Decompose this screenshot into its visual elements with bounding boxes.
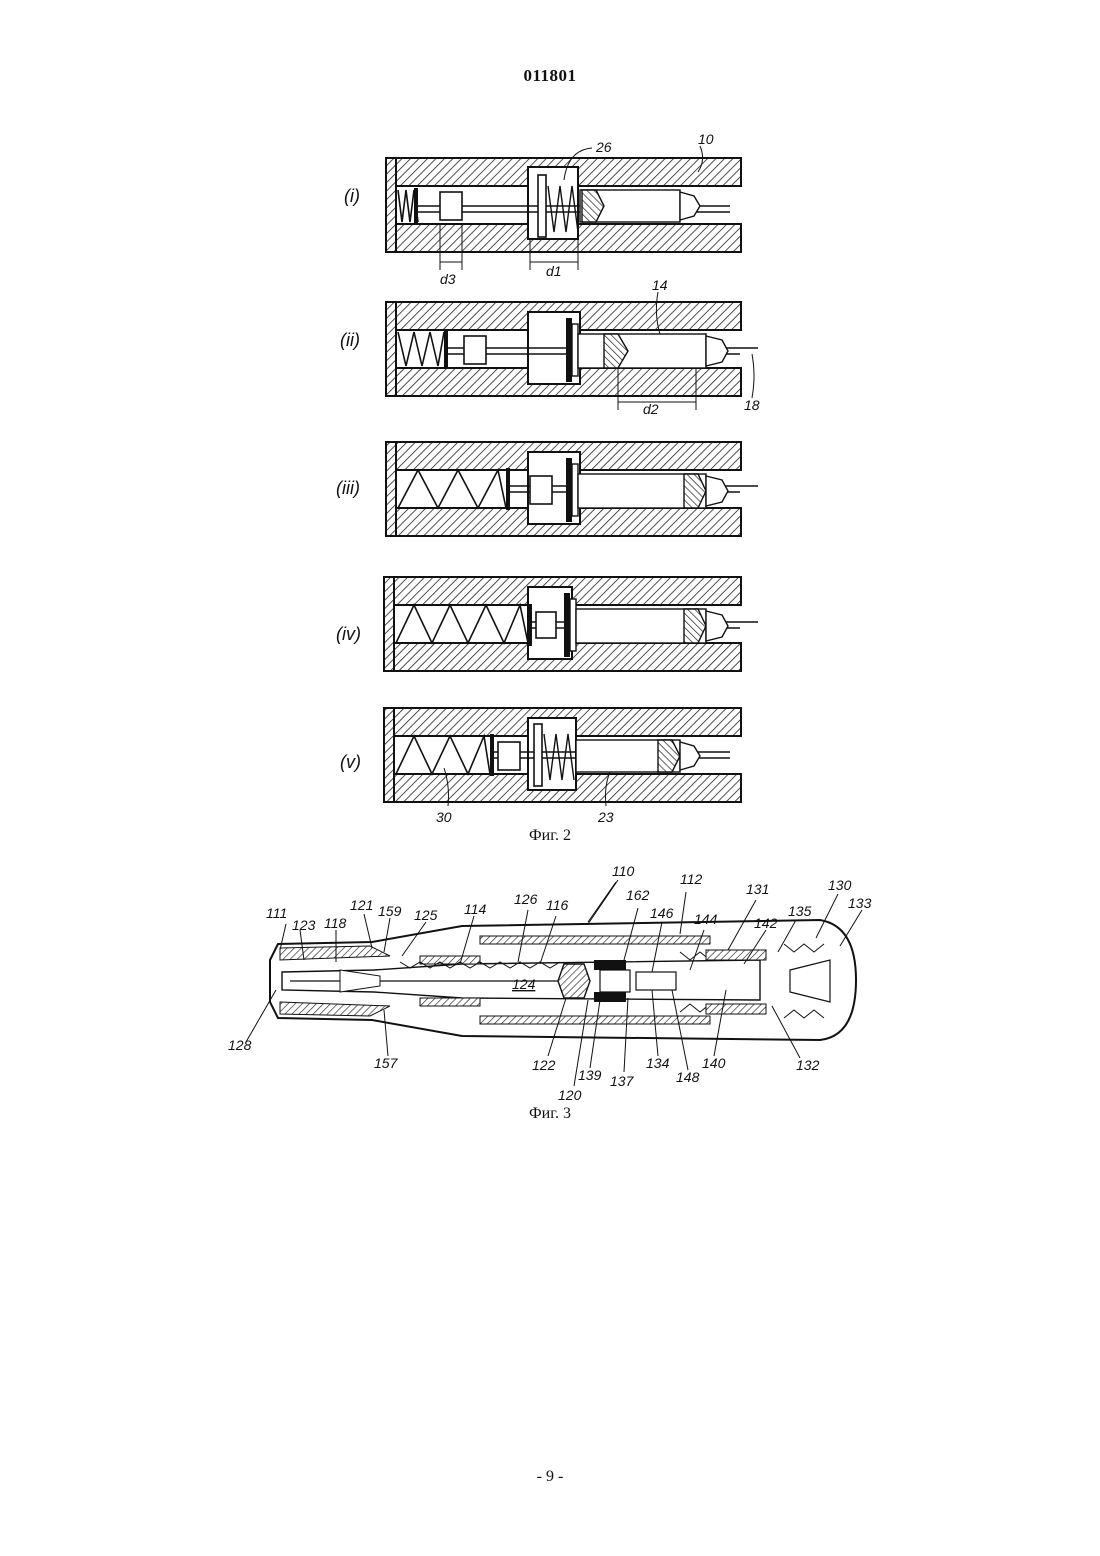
page-number: - 9 - [0, 1468, 1100, 1486]
stage-ii-drawing [386, 292, 758, 410]
stage-label: (iv) [336, 624, 361, 644]
ref-label: 110 [612, 863, 635, 879]
ref-label: 144 [694, 911, 718, 927]
ref-label: 137 [610, 1073, 635, 1089]
figure-caption: Фиг. 2 [529, 827, 571, 844]
ref-label: 118 [324, 915, 347, 931]
ref-label: 130 [828, 877, 852, 893]
ref-label: 23 [597, 809, 614, 825]
ref-label: 148 [676, 1069, 700, 1085]
ref-label: 125 [414, 907, 438, 923]
stage-label: (i) [344, 186, 360, 206]
ref-label: 121 [350, 897, 373, 913]
stage-label: (ii) [340, 330, 360, 350]
ref-label: 111 [266, 905, 287, 921]
dimension-label: d2 [643, 401, 659, 417]
ref-label: 30 [436, 809, 452, 825]
ref-label: 133 [848, 895, 872, 911]
ref-label: 140 [702, 1055, 726, 1071]
ref-label: 139 [578, 1067, 602, 1083]
dimension-label: d1 [546, 263, 562, 279]
ref-label: 116 [546, 897, 569, 913]
stage-i-drawing [386, 146, 741, 270]
stage-v-drawing [384, 708, 741, 806]
figure-3: 111 123 118 121 159 125 114 126 116 110 … [0, 860, 1100, 1140]
ref-label: 157 [374, 1055, 399, 1071]
ref-label: 124 [512, 976, 536, 992]
stage-label: (iii) [336, 478, 360, 498]
ref-label: 126 [514, 891, 538, 907]
ref-label: 122 [532, 1057, 556, 1073]
stage-label: (v) [340, 752, 361, 772]
ref-label: 162 [626, 887, 650, 903]
ref-label: 128 [228, 1037, 252, 1053]
ref-label: 142 [754, 915, 778, 931]
ref-label: 131 [746, 881, 769, 897]
ref-label: 146 [650, 905, 674, 921]
ref-label: 14 [652, 277, 668, 293]
ref-label: 112 [680, 871, 703, 887]
stage-iii-drawing [386, 442, 758, 536]
ref-label: 26 [595, 139, 612, 155]
ref-label: 159 [378, 903, 402, 919]
stage-iv-drawing [384, 577, 758, 671]
ref-label: 114 [464, 901, 487, 917]
ref-label: 132 [796, 1057, 820, 1073]
ref-label: 135 [788, 903, 812, 919]
figure-2: (i) 26 10 d3 d1 (ii) 14 18 d2 [0, 0, 1100, 860]
ref-label: 123 [292, 917, 316, 933]
ref-label: 18 [744, 397, 760, 413]
ref-label: 134 [646, 1055, 670, 1071]
ref-label: 120 [558, 1087, 582, 1103]
ref-label: 10 [698, 131, 714, 147]
dimension-label: d3 [440, 271, 456, 287]
figure-caption: Фиг. 3 [529, 1105, 571, 1122]
